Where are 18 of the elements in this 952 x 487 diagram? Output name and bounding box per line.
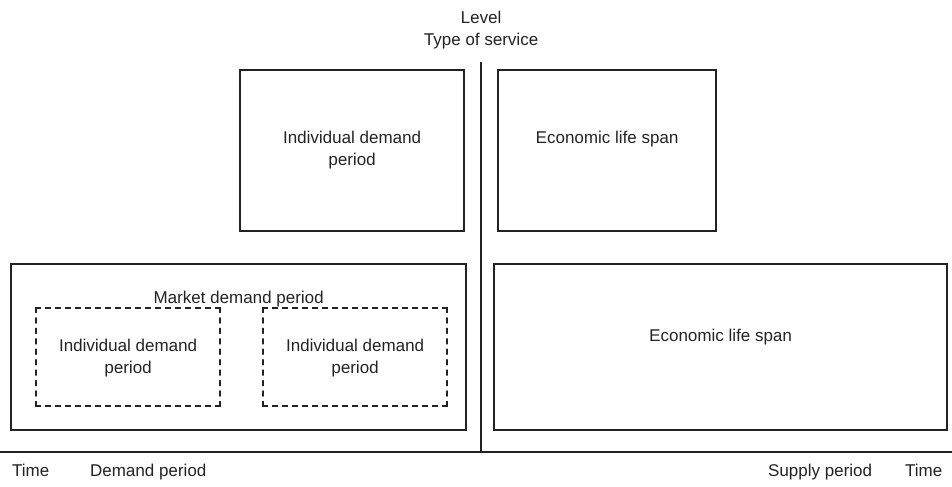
group-box bbox=[10, 263, 467, 431]
box-label: Economic life span bbox=[648, 325, 793, 347]
axis-label: Time bbox=[905, 461, 942, 481]
box-label: Economic life span bbox=[534, 127, 680, 149]
axis-label: Time bbox=[12, 461, 50, 481]
group-title: Market demand period bbox=[152, 287, 325, 309]
axis-title: Type of service bbox=[424, 30, 538, 50]
axis-label: Supply period bbox=[768, 461, 872, 481]
axis-label: Demand period bbox=[90, 461, 206, 481]
box-label: Individual demand period bbox=[285, 335, 425, 379]
period-box bbox=[493, 263, 948, 431]
box-label: Individual demand period bbox=[58, 335, 198, 379]
dashed-box bbox=[262, 307, 448, 407]
box-label: Individual demand period bbox=[282, 127, 422, 171]
axis-title: Level bbox=[460, 8, 502, 28]
period-box bbox=[239, 69, 465, 232]
period-box bbox=[497, 69, 717, 232]
dashed-box bbox=[35, 307, 221, 407]
